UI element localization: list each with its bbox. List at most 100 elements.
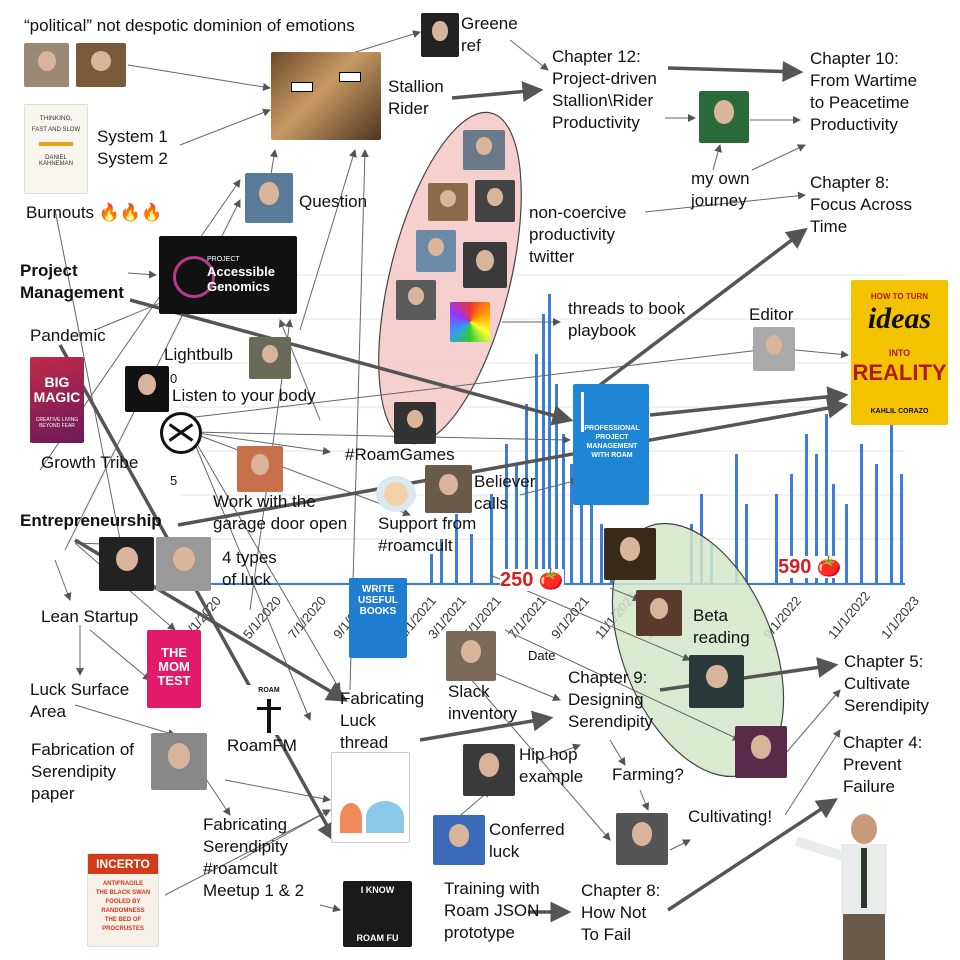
fabrication-paper-author [151,733,207,790]
chart-bar-15 [590,504,593,584]
entrepreneur-person-2 [156,537,211,591]
chart-bar-22 [745,504,748,584]
chapter-9-label: Chapter 9: Designing Serendipity [568,668,654,731]
ideas-into-reality-book: HOW TO TURN ideas INTO REALITY KAHLIL CO… [851,280,948,425]
beta-reader-2 [636,590,682,636]
mom-test-cover: THE MOM TEST [147,630,201,708]
greene-bust-image [421,13,459,57]
chart-bar-4 [490,494,493,584]
beta-reading-label: Beta reading [693,606,750,647]
conferred-luck-label: Conferred luck [489,820,565,861]
editor-label: Editor [749,305,794,324]
project-management-roam-book: PROFESSIONAL PROJECT MANAGEMENT WITH ROA… [573,384,649,505]
roamfm-label: RoamFM [227,736,297,755]
lightbulb-person-image [249,337,291,379]
chapter-8-focus-label: Chapter 8: Focus Across Time [810,173,913,236]
pomodoro-250-annotation: 250 🍅 [500,569,564,591]
chapter-12-label: Chapter 12: Project-driven Stallion\Ride… [552,47,657,132]
aquinas-portrait-image [76,43,126,87]
roam-games-label: #RoamGames [345,445,455,464]
training-roam-json-label: Training with Roam JSON prototype [444,879,540,942]
hip-hop-label: Hip hop example [519,745,584,786]
twitter-person-5 [463,242,507,288]
chart-bar-14 [580,484,583,584]
beta-reader-4 [735,726,787,778]
question-person-image [245,173,293,223]
chapter-8-fail-label: Chapter 8: How Not To Fail [581,881,661,944]
chart-bar-3 [470,534,473,584]
accessible-genomics-logo: PROJECT Accessible Genomics [159,236,297,314]
chart-bar-8 [535,354,538,584]
y-tick-5: 5 [170,473,178,488]
lightbulb-label: Lightbulb [164,345,234,364]
chart-bar-29 [845,504,848,584]
beta-reader-3 [689,655,744,708]
aristotle-bust-image [24,43,69,87]
believer-calls-label: Believer calls [474,472,536,513]
chart-bar-25 [805,434,808,584]
chart-bar-16 [600,524,603,584]
support-roamcult-label: Support from #roamcult [378,514,477,555]
author-portrait [699,91,749,143]
listen-body-person-image [125,366,169,412]
burnouts-label: Burnouts 🔥🔥🔥 [26,203,163,222]
slack-inventory-label: Slack inventory [448,682,517,723]
fabricating-meetup-label: Fabricating Serendipity #roamcult Meetup… [203,815,305,900]
chart-bar-33 [900,474,903,584]
question-label: Question [299,192,368,211]
twitter-person-4 [416,230,456,272]
chart-bar-31 [875,464,878,584]
chart-bar-13 [570,464,573,584]
chart-bar-9 [542,314,545,584]
roamcult-mascot-image [376,476,416,512]
work-garage-label: Work with the garage door open [213,492,348,533]
pointing-man-meme [795,810,955,960]
conferred-luck-image [433,815,485,865]
luck-surface-label: Luck Surface Area [30,680,130,721]
chapter-4-label: Chapter 4: Prevent Failure [843,733,923,796]
twitter-person-7-avatar [450,302,490,342]
slack-inventory-person [446,631,496,681]
fabricating-luck-thread-screenshot [331,752,410,843]
cultivating-person [616,813,668,865]
my-journey-label: my own journey [691,169,750,210]
growth-tribe-label: Growth Tribe [41,453,139,472]
four-types-luck-label: 4 types of luck [222,548,277,589]
twitter-person-1 [463,130,505,170]
pomodoro-590-annotation: 590 🍅 [778,556,842,578]
chart-bar-23 [775,494,778,584]
threads-playbook-label: threads to book playbook [568,299,686,340]
chart-bar-24 [790,474,793,584]
hip-hop-person [463,744,515,796]
growth-tribe-logo [160,412,202,454]
write-useful-books-cover: WRITE USEFUL BOOKS [349,578,407,658]
listen-body-label: Listen to your body [172,386,316,405]
chart-bar-1 [440,539,443,584]
chart-bar-27 [825,414,828,584]
fabrication-paper-label: Fabrication of Serendipity paper [31,740,134,803]
chart-bar-0 [430,554,433,584]
big-magic-cover: BIG MAGIC CREATIVE LIVING BEYOND FEAR [30,357,84,443]
cultivating-label: Cultivating! [688,807,773,826]
believer-calls-person-image [425,465,472,513]
chart-bar-11 [555,384,558,584]
stallion-rider-label: Stallion Rider [388,77,444,118]
greene-ref-label: Greene ref [461,14,518,55]
roamfm-logo: ROAM [244,685,294,735]
pandemic-label: Pandemic [30,326,106,345]
beta-reader-1 [604,528,656,580]
entrepreneur-person-1 [99,537,154,591]
twitter-person-2 [428,183,468,221]
entrepreneurship-label: Entrepreneurship [20,511,162,530]
work-garage-person-image [237,446,283,492]
x-axis-label: Date [528,648,556,663]
political-dominion-label: “political” not despotic dominion of emo… [24,16,355,35]
farming-label: Farming? [612,765,684,784]
plato-chariot-painting [271,52,381,140]
chart-bar-30 [860,444,863,584]
chapter-5-label: Chapter 5: Cultivate Serendipity [844,652,930,715]
project-management-label: Project Management [20,261,124,302]
incerto-cover: INCERTO ANTIFRAGILE THE BLACK SWAN FOOLE… [87,853,159,947]
chapter-10-label: Chapter 10: From Wartime to Peacetime Pr… [810,49,918,134]
